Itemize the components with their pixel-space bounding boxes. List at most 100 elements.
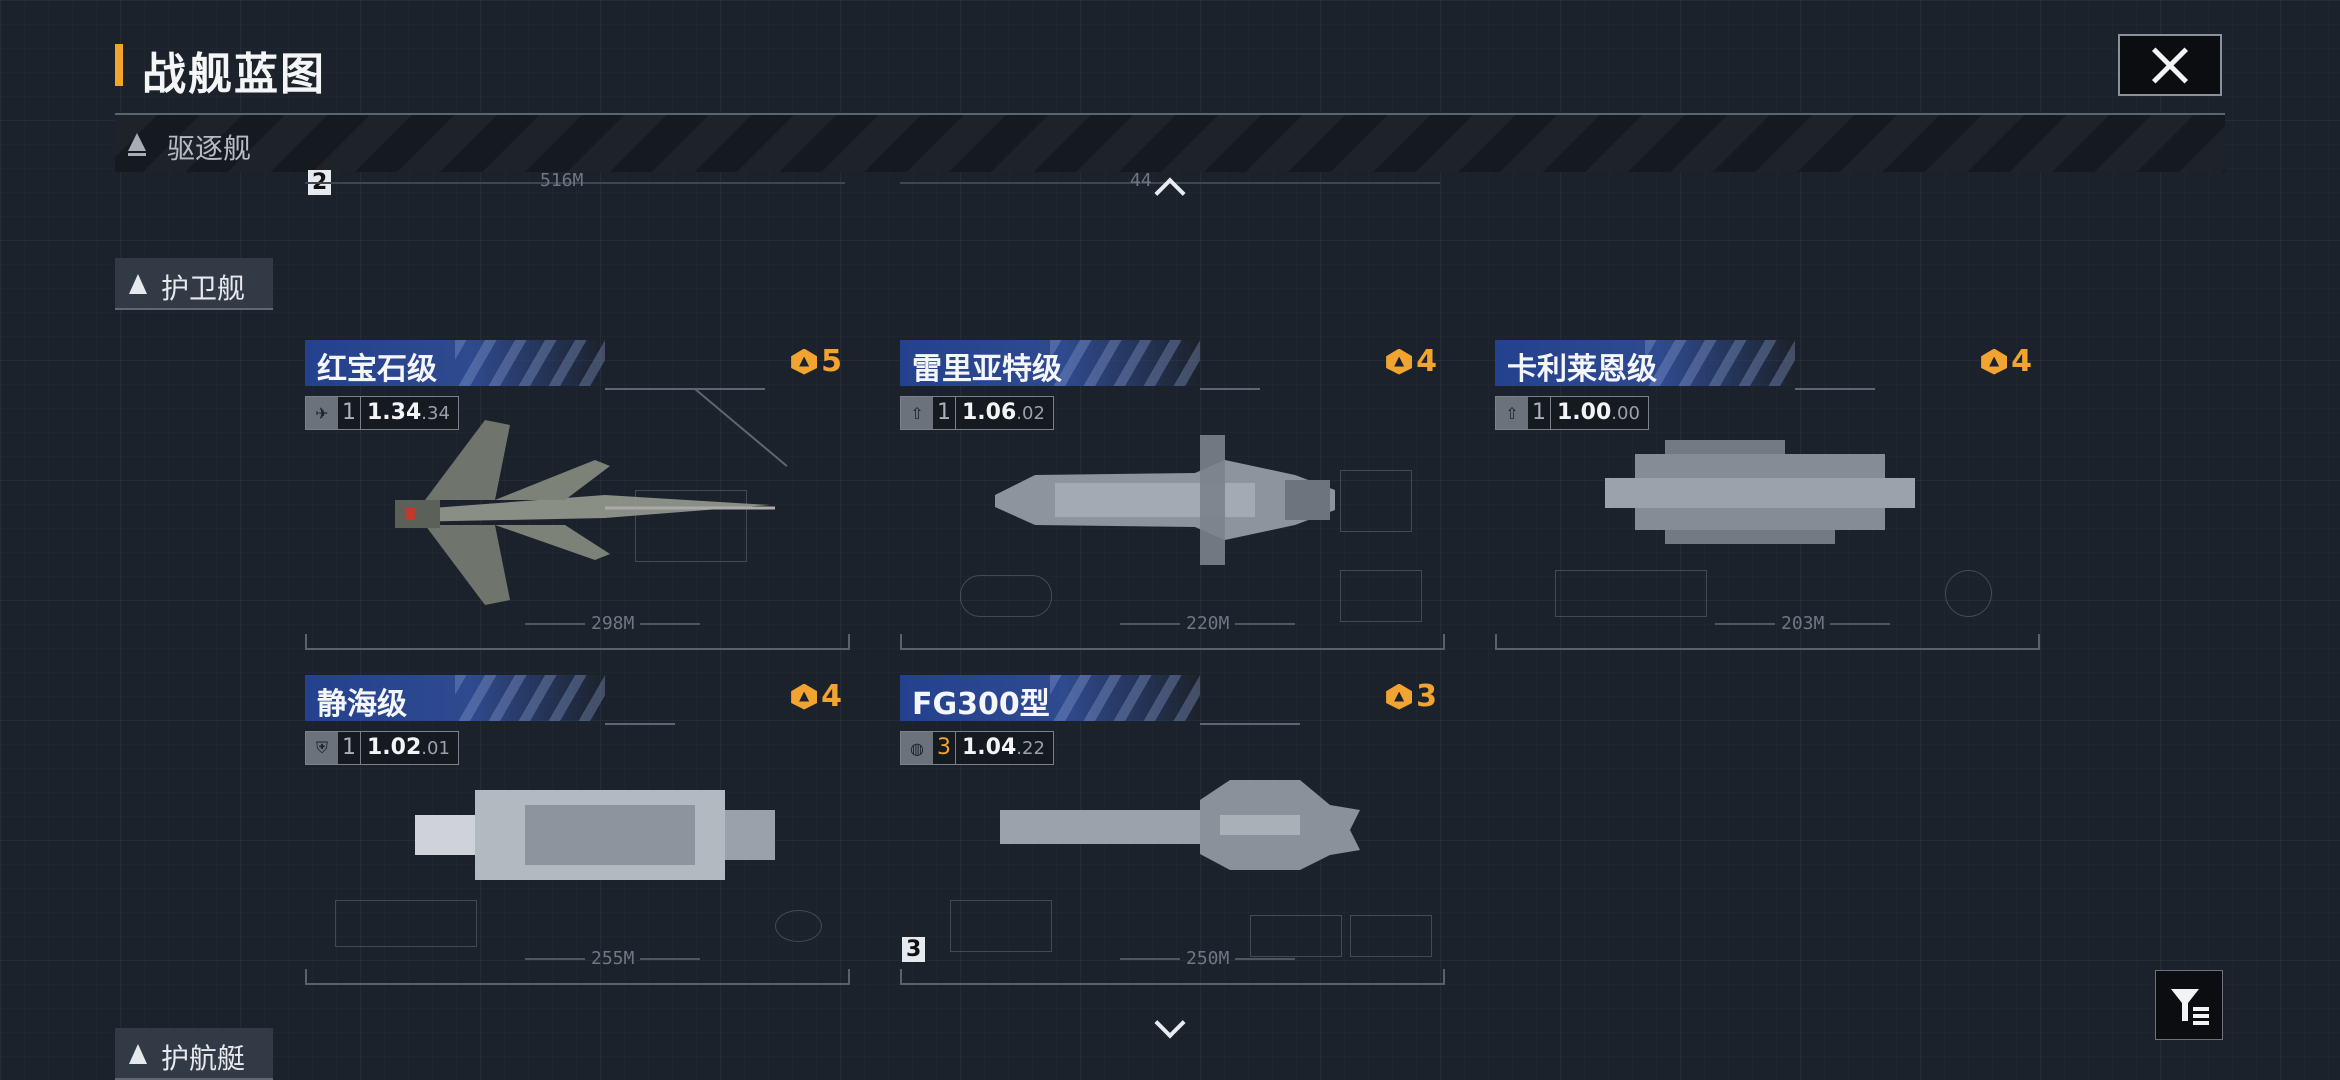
ship-ruby-image xyxy=(395,420,775,605)
ship-ruler xyxy=(305,634,850,650)
ship-stat: ⇧ 1 1.06.02 xyxy=(900,396,1054,430)
top-ruler-right xyxy=(900,168,1440,184)
ship-stat: ✈ 1 1.34.34 xyxy=(305,396,459,430)
blueprint-detail xyxy=(1250,915,1342,957)
title-accent xyxy=(115,44,123,86)
ship-reliat-image xyxy=(995,435,1335,565)
ship-card-header xyxy=(305,675,605,721)
ship-tier: 5 xyxy=(791,344,842,379)
stat-value: 1.34.34 xyxy=(367,400,450,425)
top-length-b: 44 xyxy=(1130,170,1152,191)
missile-icon: ⇧ xyxy=(901,397,933,429)
ship-length: 250M xyxy=(1120,948,1295,969)
ship-tier: 4 xyxy=(791,679,842,714)
ship-stat: ⛨ 1 1.02.01 xyxy=(305,731,459,765)
ship-name: 雷里亚特级 xyxy=(912,352,1062,387)
blueprint-detail xyxy=(960,575,1052,617)
collapse-arrow-icon xyxy=(129,274,147,294)
ship-ruler xyxy=(900,634,1445,650)
ship-card-reliat[interactable]: 雷里亚特级 4 ⇧ 1 1.06.02 220M xyxy=(900,340,1445,650)
page-number-badge: 3 xyxy=(902,937,926,962)
stat-count: 1 xyxy=(338,397,361,429)
stat-count: 1 xyxy=(1528,397,1551,429)
ship-carilane-image xyxy=(1605,440,1915,544)
filter-icon xyxy=(2171,989,2209,1025)
blueprint-detail xyxy=(1340,470,1412,532)
tier-value: 5 xyxy=(821,344,842,379)
tier-value: 3 xyxy=(1416,679,1437,714)
ship-fg300-image xyxy=(1000,780,1360,870)
ship-ruler xyxy=(1495,634,2040,650)
tier-value: 4 xyxy=(2011,344,2032,379)
ship-card-header xyxy=(900,675,1200,721)
ship-ruler xyxy=(305,969,850,985)
blueprint-detail xyxy=(335,900,477,947)
leader-line xyxy=(605,723,675,725)
stat-value: 1.02.01 xyxy=(367,735,450,760)
blueprint-detail xyxy=(950,900,1052,952)
chevron-down-icon[interactable] xyxy=(1154,1007,1186,1039)
ship-length: 220M xyxy=(1120,613,1295,634)
ship-card-header xyxy=(305,340,605,386)
shield-icon: ⛨ xyxy=(306,732,338,764)
tier-emblem-icon xyxy=(791,348,818,375)
blueprint-detail xyxy=(635,490,747,562)
ship-card-carilane[interactable]: 卡利莱恩级 4 ⇧ 1 1.00.00 203M xyxy=(1495,340,2040,650)
leader-line xyxy=(1200,723,1300,725)
blueprint-detail xyxy=(1555,570,1707,617)
ship-tier: 4 xyxy=(1386,344,1437,379)
ship-card-header xyxy=(900,340,1200,386)
ship-ruler xyxy=(900,969,1445,985)
blueprint-detail xyxy=(775,910,822,942)
ship-length: 203M xyxy=(1715,613,1890,634)
tier-emblem-icon xyxy=(1386,683,1413,710)
ship-name: 静海级 xyxy=(317,687,407,722)
stat-value: 1.04.22 xyxy=(962,735,1045,760)
stat-value: 1.00.00 xyxy=(1557,400,1640,425)
collapse-arrow-icon xyxy=(128,133,146,156)
ship-tier: 3 xyxy=(1386,679,1437,714)
missile-icon: ⇧ xyxy=(1496,397,1528,429)
category-frigate-label: 护卫舰 xyxy=(161,272,246,305)
collapse-arrow-icon xyxy=(129,1044,147,1064)
tier-emblem-icon xyxy=(1386,348,1413,375)
tier-value: 4 xyxy=(1416,344,1437,379)
blueprint-detail xyxy=(1350,915,1432,957)
category-destroyer[interactable]: 驱逐舰 xyxy=(115,113,2225,172)
filter-button[interactable] xyxy=(2155,970,2223,1040)
ship-card-jinghai[interactable]: 静海级 4 ⛨ 1 1.02.01 255M xyxy=(305,675,850,985)
ship-stat: ⇧ 1 1.00.00 xyxy=(1495,396,1649,430)
ship-name: FG300型 xyxy=(912,687,1050,722)
ship-length: 298M xyxy=(525,613,700,634)
ship-jinghai-image xyxy=(415,790,775,880)
tier-emblem-icon xyxy=(1981,348,2008,375)
stat-count: 1 xyxy=(338,732,361,764)
ship-name: 卡利莱恩级 xyxy=(1507,352,1657,387)
page-title: 战舰蓝图 xyxy=(142,49,326,100)
category-corvette[interactable]: 护航艇 xyxy=(115,1028,273,1080)
stat-count: 1 xyxy=(933,397,956,429)
ship-length: 255M xyxy=(525,948,700,969)
blueprint-detail xyxy=(1945,570,1992,617)
leader-line xyxy=(1795,388,1875,390)
top-length-a: 516M xyxy=(540,170,584,191)
leader-line xyxy=(605,388,765,390)
tier-emblem-icon xyxy=(791,683,818,710)
ship-card-ruby[interactable]: 红宝石级 5 ✈ 1 1.34.34 298M xyxy=(305,340,850,650)
fighter-icon: ✈ xyxy=(306,397,338,429)
tier-value: 4 xyxy=(821,679,842,714)
globe-icon: ◍ xyxy=(901,732,933,764)
ship-stat: ◍ 3 1.04.22 xyxy=(900,731,1054,765)
category-frigate[interactable]: 护卫舰 xyxy=(115,258,273,310)
ship-name: 红宝石级 xyxy=(317,352,437,387)
stat-value: 1.06.02 xyxy=(962,400,1045,425)
top-ruler-left xyxy=(305,168,845,184)
leader-line xyxy=(1200,388,1260,390)
ship-tier: 4 xyxy=(1981,344,2032,379)
close-button[interactable] xyxy=(2118,34,2222,96)
category-destroyer-label: 驱逐舰 xyxy=(167,132,252,165)
category-corvette-label: 护航艇 xyxy=(161,1042,246,1075)
ship-card-fg300[interactable]: FG300型 3 ◍ 3 1.04.22 3 250M xyxy=(900,675,1445,985)
blueprint-detail xyxy=(1340,570,1422,622)
ship-card-header xyxy=(1495,340,1795,386)
